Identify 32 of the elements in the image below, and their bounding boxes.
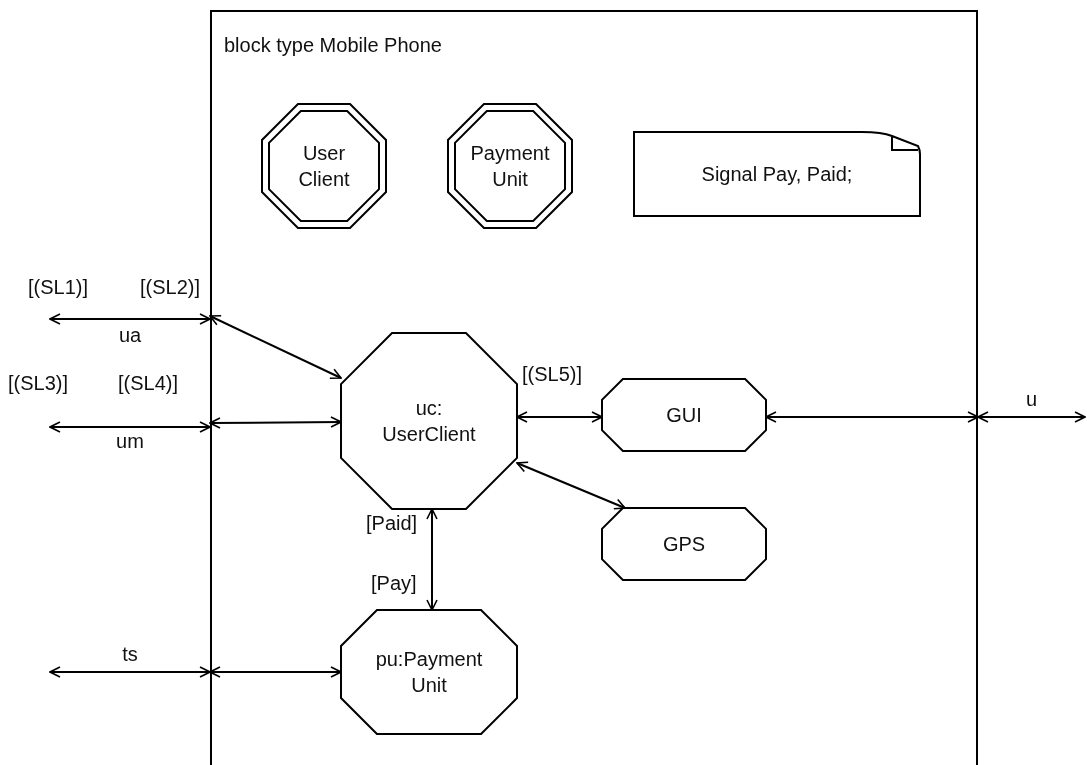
channel-arrow: [209, 416, 342, 429]
channel-arrow: [977, 411, 1086, 423]
signal-list-label: [(SL5)]: [522, 363, 583, 385]
signal-list-label: [(SL4)]: [118, 372, 179, 394]
channel-arrow: [426, 508, 438, 611]
channel-arrow: [209, 666, 342, 678]
process-label: GUI: [665, 403, 703, 428]
process-label: uc: UserClient: [381, 396, 477, 447]
channel-arrow: [209, 314, 342, 380]
block-type-octagon: [262, 104, 386, 228]
process-octagon: [602, 508, 766, 580]
process-label: Signal Pay, Paid;: [700, 162, 854, 187]
channel-arrow: [49, 666, 211, 678]
block-frame: [210, 10, 978, 765]
process-label: GPS: [661, 532, 707, 557]
channel-arrow: [516, 461, 626, 510]
signal-list-label: [Paid]: [366, 512, 418, 534]
process-octagon: [341, 610, 517, 734]
signal-list-label: [(SL3)]: [8, 372, 69, 394]
channel-arrow: [49, 313, 211, 325]
process-label: pu:Payment Unit: [374, 647, 484, 698]
signal-list-label: [(SL2)]: [140, 276, 201, 298]
channel-arrow: [49, 421, 211, 433]
block-title: block type Mobile Phone: [224, 33, 442, 58]
process-label: User Client: [297, 141, 351, 192]
signal-list-label: [Pay]: [371, 572, 417, 594]
process-octagon: [341, 333, 517, 509]
block-type-octagon: [448, 104, 572, 228]
signal-list-label: [(SL1)]: [28, 276, 89, 298]
process-label: Payment Unit: [469, 141, 551, 192]
process-octagon: [602, 379, 766, 451]
comment-note: [634, 132, 920, 216]
